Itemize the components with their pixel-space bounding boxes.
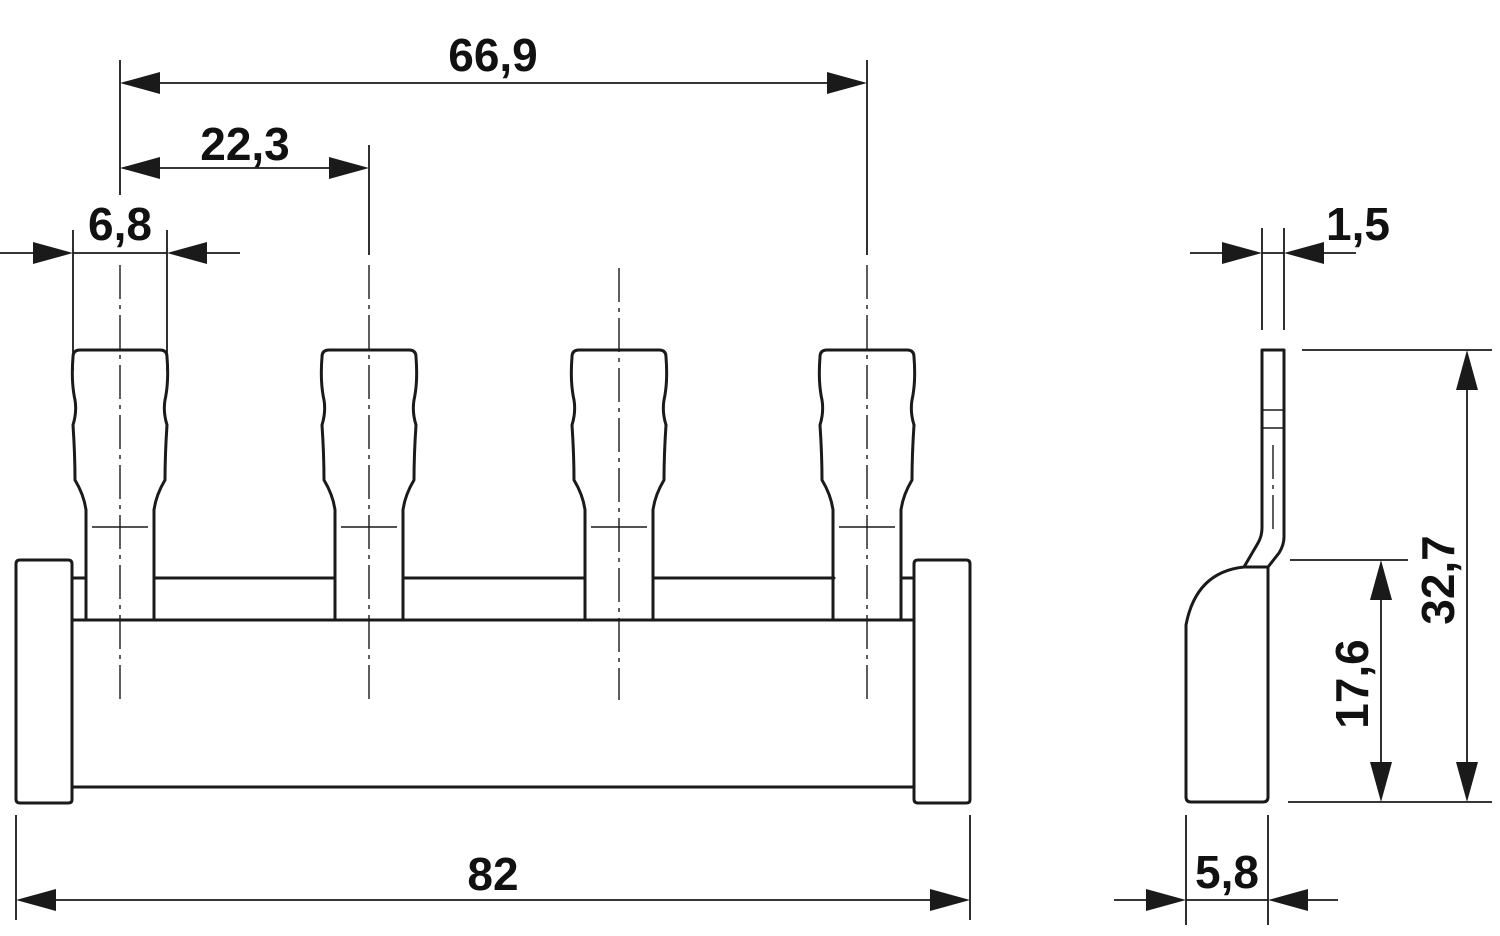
dimension-66-9: 66,9 xyxy=(119,29,868,255)
dim-label-66-9: 66,9 xyxy=(448,29,538,81)
side-pin-tab xyxy=(1242,348,1286,569)
dim-label-5-8: 5,8 xyxy=(1195,846,1259,898)
pin-center-lines xyxy=(119,265,868,700)
dim-label-17-6: 17,6 xyxy=(1326,639,1378,729)
dim-label-1-5: 1,5 xyxy=(1326,198,1390,250)
dimension-6-8: 6,8 xyxy=(0,198,240,370)
dimension-5-8: 5,8 xyxy=(1114,815,1338,925)
dimension-32-7: 32,7 xyxy=(1288,349,1492,803)
front-view: 66,9 22,3 6,8 82 xyxy=(0,29,972,920)
side-view: 1,5 32,7 17,6 5,8 xyxy=(1114,198,1492,925)
left-end-cap xyxy=(14,558,74,805)
side-tab-markings xyxy=(1262,409,1284,530)
dimension-82: 82 xyxy=(15,815,971,920)
dim-label-82: 82 xyxy=(467,848,518,900)
dim-label-6-8: 6,8 xyxy=(88,198,152,250)
dim-label-22-3: 22,3 xyxy=(200,118,290,170)
dimension-1-5: 1,5 xyxy=(1190,198,1390,330)
side-base-block xyxy=(1184,565,1270,804)
dimension-17-6: 17,6 xyxy=(1290,559,1408,802)
right-end-cap xyxy=(912,558,972,805)
dimension-22-3: 22,3 xyxy=(120,118,370,255)
dim-label-32-7: 32,7 xyxy=(1412,535,1464,625)
